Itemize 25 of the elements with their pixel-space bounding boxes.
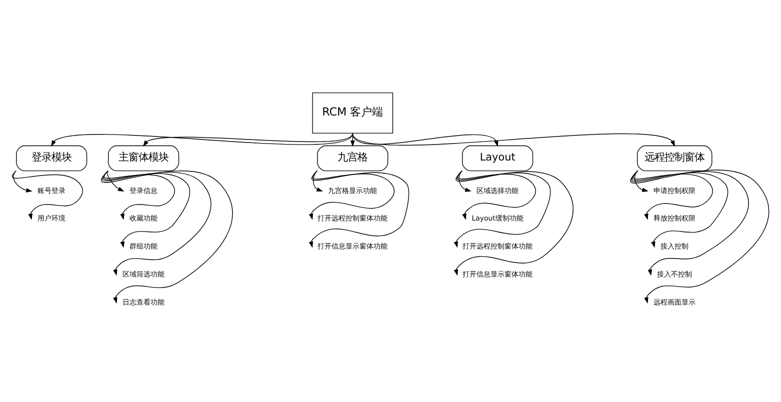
- arrow: [102, 170, 212, 276]
- arrow: [312, 170, 323, 192]
- arrow: [632, 170, 728, 248]
- arrow: [454, 170, 551, 248]
- arrow: [101, 170, 233, 304]
- node-box: 九宫格: [317, 144, 388, 171]
- arrow: [103, 170, 190, 248]
- node-box: Layout: [462, 144, 534, 171]
- arrow: [458, 170, 472, 192]
- node-box: 主窗体模块: [108, 144, 180, 171]
- arrow: [13, 170, 32, 192]
- arrow: [308, 170, 410, 248]
- arrow: [12, 170, 83, 220]
- arrow: [104, 170, 175, 220]
- arrow: [454, 170, 574, 276]
- node-box: 远程控制窗体: [636, 144, 712, 171]
- arrow: [308, 170, 395, 220]
- arrow: [630, 169, 770, 304]
- arrow: [633, 170, 714, 220]
- arrow: [634, 170, 648, 192]
- arrow: [632, 170, 749, 276]
- node-box: RCM 客户端: [312, 92, 394, 134]
- node-box: 登录模块: [16, 144, 88, 171]
- arrow: [458, 170, 536, 220]
- arrow: [106, 170, 124, 191]
